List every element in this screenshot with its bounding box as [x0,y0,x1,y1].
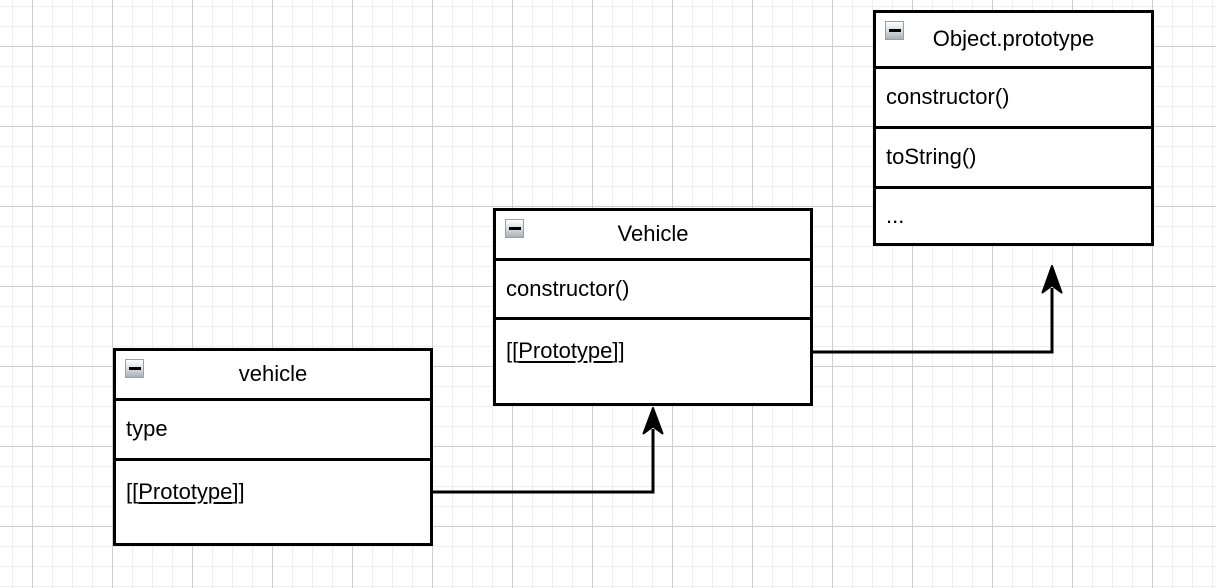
ellipsis-label: ... [886,202,905,228]
field-row-prototype[interactable]: [[Prototype]] [116,458,430,543]
field-label: type [126,416,168,442]
minus-icon [508,227,521,230]
box-title: Object.prototype [932,26,1095,52]
box-header: Object.prototype [876,13,1151,66]
method-row-constructor[interactable]: constructor() [876,66,1151,126]
field-label: [[Prototype]] [126,479,245,504]
method-label: toString() [886,144,977,170]
box-title: vehicle [238,361,308,387]
minus-icon [888,29,901,32]
box-vehicle-instance[interactable]: vehicle type [[Prototype]] [113,348,433,546]
box-object-prototype[interactable]: Object.prototype constructor() toString(… [873,10,1154,246]
minus-icon [128,367,141,370]
field-row-type[interactable]: type [116,398,430,458]
prototype-arrow-vehicle-class-to-object-prototype[interactable] [811,265,1063,354]
collapse-minus-icon[interactable] [505,219,524,238]
prototype-arrow-vehicle-to-vehicle-class[interactable] [431,407,664,494]
collapse-minus-icon[interactable] [885,21,904,40]
field-row-prototype[interactable]: [[Prototype]] [496,317,810,403]
method-row-tostring[interactable]: toString() [876,126,1151,186]
method-label: constructor() [506,275,630,301]
row-ellipsis[interactable]: ... [876,186,1151,243]
box-header: Vehicle [496,211,810,258]
collapse-minus-icon[interactable] [125,359,144,378]
box-header: vehicle [116,351,430,398]
box-title: Vehicle [617,221,689,247]
box-vehicle-class[interactable]: Vehicle constructor() [[Prototype]] [493,208,813,406]
method-label: constructor() [886,84,1010,110]
method-row-constructor[interactable]: constructor() [496,258,810,317]
field-label: [[Prototype]] [506,338,625,363]
